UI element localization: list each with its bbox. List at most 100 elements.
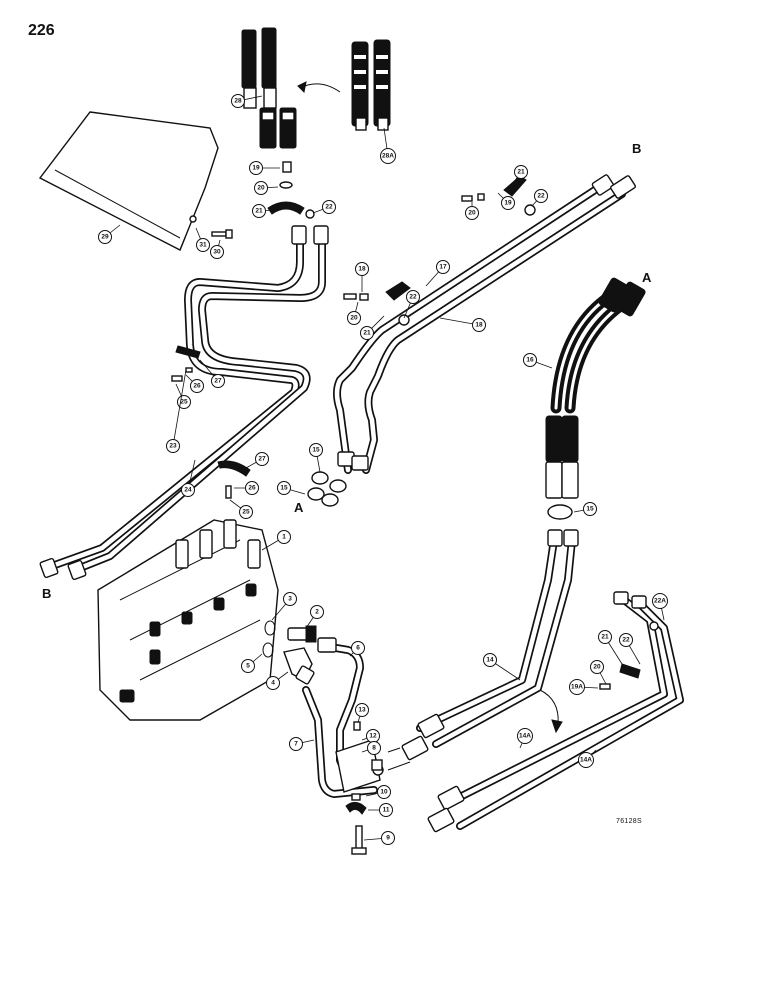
pipe-end-fitting <box>610 175 636 199</box>
callout-circle <box>380 148 396 164</box>
callout-circle <box>277 530 291 544</box>
bracket-8 <box>335 739 384 793</box>
callout: 25 <box>229 499 253 519</box>
callout-number: 31 <box>199 242 207 249</box>
callout-circle <box>231 94 245 108</box>
callout-circle <box>514 165 528 179</box>
callout: 22 <box>403 290 420 319</box>
callout: 25 <box>175 383 191 409</box>
callout-number: 27 <box>214 378 222 385</box>
callout: 16 <box>523 353 553 369</box>
callout-circle <box>266 676 280 690</box>
connector-label-a: A <box>642 270 652 285</box>
fittings-28a <box>351 39 391 131</box>
callout-circle <box>360 326 374 340</box>
callout: 1 <box>261 530 291 551</box>
hose-16 <box>550 290 632 414</box>
callout-circle <box>254 181 268 195</box>
o-ring-5 <box>262 642 274 658</box>
arrow-head <box>297 81 307 94</box>
arrow-curve <box>299 83 341 93</box>
callout-circle <box>483 653 497 667</box>
callout-circle <box>190 379 204 393</box>
bolt-31 <box>189 215 233 239</box>
callout-number: 28A <box>382 153 394 160</box>
callout-number: 9 <box>386 835 390 842</box>
callout-circle <box>210 245 224 259</box>
control-valve <box>97 519 279 721</box>
callout-circle <box>501 196 515 210</box>
pipe-end-fitting <box>427 807 455 833</box>
callout-number: 8 <box>372 745 376 752</box>
callout-number: 14 <box>486 657 494 664</box>
callout: 27 <box>245 452 269 469</box>
callout-number: 27 <box>258 456 266 463</box>
pipe-23 <box>48 236 304 570</box>
pipe-17 <box>333 184 602 474</box>
connector-label-a: A <box>294 500 304 515</box>
callout-number: 16 <box>526 357 534 364</box>
callout-circle <box>241 659 255 673</box>
callout-number: 29 <box>101 234 109 241</box>
callout: 28A <box>380 127 396 164</box>
callout: 8 <box>361 741 381 755</box>
callout-number: 19 <box>504 200 512 207</box>
callout-number: 22 <box>409 294 417 301</box>
callout-circle <box>367 741 381 755</box>
callout-number: 20 <box>257 185 265 192</box>
callout: 12 <box>361 729 380 743</box>
callout: 11 <box>368 803 393 817</box>
pipe-end-fitting <box>417 713 445 739</box>
callout-number: 22 <box>537 193 545 200</box>
callout-number: 20 <box>350 315 358 322</box>
callout: 15 <box>309 443 323 473</box>
callout-number: 4 <box>271 680 275 687</box>
callout-number: 1 <box>282 534 286 541</box>
hose-end-fitting <box>614 281 646 317</box>
callout: 26 <box>234 481 259 495</box>
pipe-end-fitting <box>291 225 307 245</box>
callout-number: 7 <box>294 741 298 748</box>
callout-number: 20 <box>593 664 601 671</box>
callout-circle <box>517 728 533 744</box>
pipe-24 <box>76 236 326 572</box>
callout: 3 <box>271 592 297 621</box>
callout-circle <box>534 189 548 203</box>
callout-number: 25 <box>180 399 188 406</box>
callout-number: 18 <box>358 266 366 273</box>
callout: 13 <box>355 703 369 723</box>
callout-number: 13 <box>358 707 366 714</box>
callout-number: 21 <box>517 169 525 176</box>
nut-13 <box>353 721 361 731</box>
callout-circle <box>355 262 369 276</box>
callout: 14A <box>578 749 597 768</box>
callout-circle <box>406 290 420 304</box>
callout: 26 <box>185 374 204 393</box>
fitting-15-right <box>547 504 573 520</box>
callout: 21 <box>598 630 623 665</box>
callout: 20 <box>465 202 479 220</box>
callout-number: 3 <box>288 596 292 603</box>
callout-circle <box>569 679 585 695</box>
callout-circle <box>249 161 263 175</box>
callout: 20 <box>347 301 361 325</box>
callout: 9 <box>363 831 395 845</box>
callout-number: 10 <box>380 789 388 796</box>
callout-circle <box>255 452 269 466</box>
callout-circle <box>355 703 369 717</box>
pipe-end-fitting <box>631 595 647 609</box>
callout-number: 17 <box>439 264 447 271</box>
callout: 20 <box>590 660 607 685</box>
shield-guard <box>38 111 219 251</box>
washer-10 <box>351 793 361 801</box>
callout: 24 <box>181 459 196 497</box>
callout: 22A <box>652 593 668 621</box>
callout-circle <box>283 592 297 606</box>
callout: 23 <box>166 369 187 453</box>
callout-number: 14A <box>519 733 531 740</box>
callout: 15 <box>277 481 306 495</box>
callout-circle <box>211 374 225 388</box>
callout-number: 22 <box>622 637 630 644</box>
fitting-4 <box>283 647 315 685</box>
